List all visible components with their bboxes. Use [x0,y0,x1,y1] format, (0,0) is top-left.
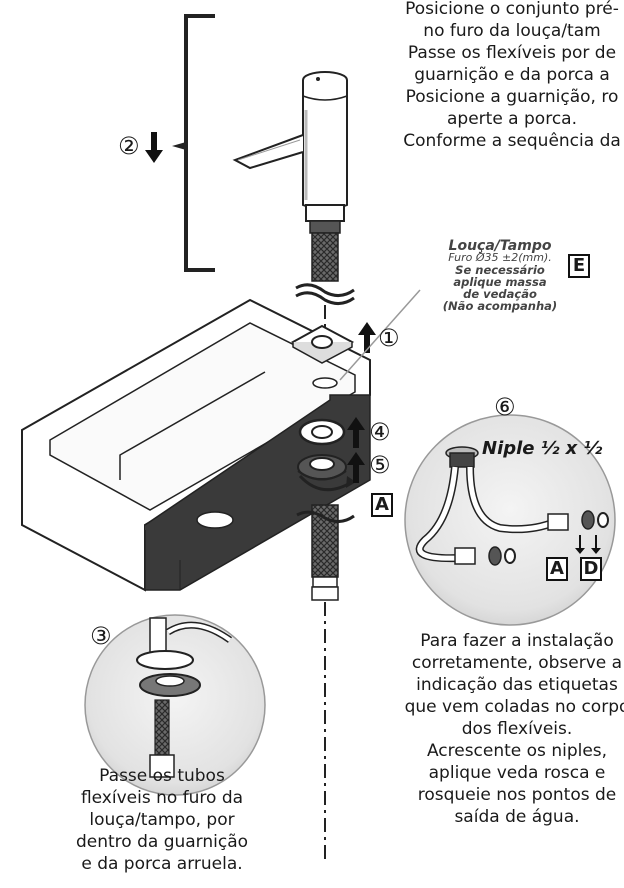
arrow-down-icon [145,132,163,163]
step-number-5: ⑤ [369,451,391,479]
caption-line: e da porca arruela. [81,854,243,874]
instruction-line: no furo da louça/tam [423,21,601,41]
louca-note-line: Se necessário [455,263,545,277]
tag-D: D [580,557,602,581]
louca-title: Louça/Tampo [448,238,552,254]
install-note: Para fazer a instalação corretamente, ob… [372,630,624,828]
note-line: rosqueie nos pontos de [417,785,617,805]
louca-note-line: de vedação [463,287,537,301]
caption-line: Passe os tubos [99,766,225,786]
step3-caption: Passe os tubos flexíveis no furo da louç… [62,765,262,875]
step-number-1: ① [378,324,400,352]
niple-label: Niple ½ x ½ [482,438,603,459]
caption-line: dentro da guarnição [75,832,249,852]
step3-detail [84,614,266,796]
note-line: aplique veda rosca e [428,763,606,783]
tag-A-left: A [371,493,393,517]
faucet-body [232,71,348,234]
instruction-line: Posicione a guarnição, ro [405,87,619,107]
hose-lower [311,504,339,578]
note-line: Acrescente os niples, [426,741,608,761]
arrow-up-icon [358,322,376,353]
washer [298,418,346,446]
step-number-4: ④ [369,418,391,446]
step-number-2: ② [118,132,140,160]
instruction-line: guarnição e da porca a [414,65,610,85]
step-number-6: ⑥ [494,393,516,421]
louca-note-line: (Não acompanha) [442,299,558,313]
tag-E: E [568,254,590,278]
nut [297,454,347,481]
louca-hole-spec: Furo Ø35 ±2(mm). [448,251,552,264]
note-line: que vem coladas no corpo [404,697,624,717]
instruction-line: Posicione o conjunto pré- [405,0,619,19]
louca-note-line: aplique massa [453,275,547,289]
top-instructions: Posicione o conjunto pré- no furo da lou… [362,0,624,152]
louca-tampo-label: Louça/Tampo Furo Ø35 ±2(mm). Se necessár… [430,238,570,313]
hose-upper [311,232,339,282]
caption-line: flexíveis no furo da [80,788,244,808]
caption-line: louça/tampo, por [89,810,235,830]
note-line: saída de água. [454,807,580,827]
instruction-line: Conforme a sequência da [403,131,621,151]
note-line: dos flexíveis. [461,719,573,739]
step2-bracket [184,14,215,272]
step-number-3: ③ [90,622,112,650]
instruction-line: Passe os flexíveis por de [407,43,617,63]
square-gasket [290,324,355,364]
instruction-line: aperte a porca. [447,109,577,129]
note-line: corretamente, observe a [411,653,623,673]
tag-A-right: A [546,557,568,581]
note-line: indicação das etiquetas [416,675,618,695]
note-line: Para fazer a instalação [420,631,614,651]
